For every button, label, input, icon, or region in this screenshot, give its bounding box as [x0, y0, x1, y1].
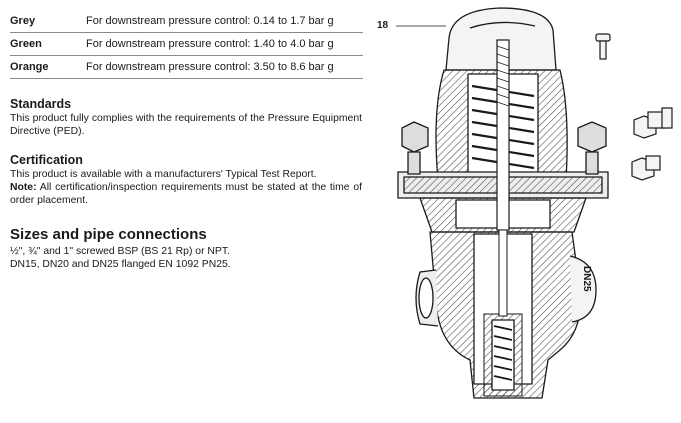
certification-heading: Certification	[10, 153, 83, 167]
table-row: Orange For downstream pressure control: …	[10, 55, 363, 79]
pressure-range: For downstream pressure control: 1.40 to…	[86, 32, 363, 56]
accessory-fitting-1	[633, 107, 673, 139]
table-row: Green For downstream pressure control: 1…	[10, 32, 363, 56]
accessory-fitting-2	[631, 155, 661, 181]
outlet-boss	[569, 255, 597, 323]
callout-label: 18	[377, 20, 389, 31]
standards-heading: Standards	[10, 97, 72, 111]
bolt-right	[577, 121, 607, 153]
spring-color: Grey	[10, 10, 86, 33]
table-row: Grey For downstream pressure control: 0.…	[10, 10, 363, 33]
body-marking: DN25	[581, 266, 592, 292]
note-text: All certification/inspection requirement…	[10, 182, 362, 206]
accessory-screw	[595, 33, 611, 60]
spring-color: Orange	[10, 55, 86, 79]
standards-text: This product fully complies with the req…	[10, 113, 362, 137]
valve-stem	[498, 229, 508, 317]
bonnet-cap	[445, 7, 557, 71]
certification-text: This product is available with a manufac…	[10, 168, 362, 207]
sizes-line-flanged: DN15, DN20 and DN25 flanged EN 1092 PN25…	[10, 259, 231, 270]
standards-section: Standards This product fully complies wi…	[10, 97, 362, 138]
return-spring	[493, 325, 513, 381]
bolt-left	[401, 121, 429, 153]
pressure-range: For downstream pressure control: 3.50 to…	[86, 55, 363, 79]
certification-section: Certification This product is available …	[10, 153, 362, 207]
sizes-section: Sizes and pipe connections ½", ¾" and 1"…	[10, 226, 362, 271]
adjustment-screw	[496, 39, 510, 231]
pressure-range: For downstream pressure control: 0.14 to…	[86, 10, 363, 33]
certification-body: This product is available with a manufac…	[10, 169, 317, 180]
sizes-line-screwed: ½", ¾" and 1" screwed BSP (BS 21 Rp) or …	[10, 246, 230, 257]
spring-range-table: Grey For downstream pressure control: 0.…	[10, 10, 363, 79]
note-label: Note:	[10, 182, 37, 193]
spring-color: Green	[10, 32, 86, 56]
sizes-heading: Sizes and pipe connections	[10, 226, 207, 243]
